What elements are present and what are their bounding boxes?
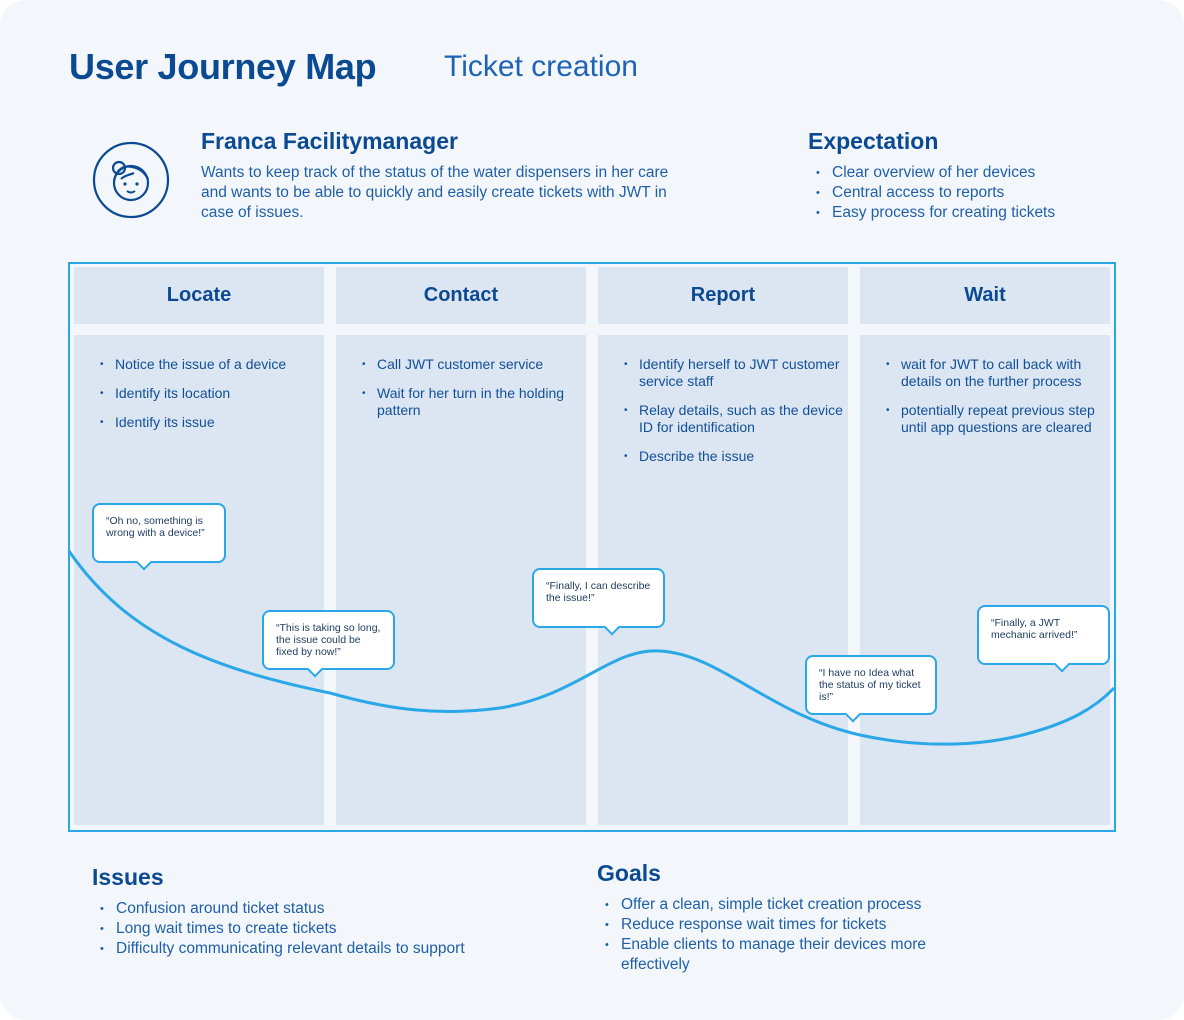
issue-item: Long wait times to create tickets <box>92 919 492 939</box>
goal-item: Enable clients to manage their devices m… <box>597 935 997 975</box>
quote-bubble: “This is taking so long, the issue could… <box>262 610 395 670</box>
page-subtitle: Ticket creation <box>444 50 638 83</box>
expectation-item: Central access to reports <box>808 183 1148 203</box>
quote-bubble: “Finally, a JWT mechanic arrived!” <box>977 605 1110 665</box>
expectation-list: Clear overview of her devices Central ac… <box>808 163 1148 223</box>
goals-title: Goals <box>597 860 661 886</box>
stage-steps: Identify herself to JWT customer service… <box>624 356 844 477</box>
stage-step: Call JWT customer service <box>362 356 582 373</box>
stage-step: Wait for her turn in the holding pattern <box>362 385 582 419</box>
stage-header-locate: Locate <box>74 267 324 324</box>
stage-steps: Notice the issue of a device Identify it… <box>100 356 320 443</box>
goal-item: Offer a clean, simple ticket creation pr… <box>597 895 997 915</box>
stage-header-wait: Wait <box>860 267 1110 324</box>
quote-bubble: “I have no Idea what the status of my ti… <box>805 655 937 715</box>
expectation-item: Clear overview of her devices <box>808 163 1148 183</box>
persona-description: Wants to keep track of the status of the… <box>201 164 669 221</box>
persona-name: Franca Facilitymanager <box>201 128 458 154</box>
quote-bubble: “Finally, I can describe the issue!” <box>532 568 665 628</box>
stage-step: Describe the issue <box>624 448 844 465</box>
stage-header-report: Report <box>598 267 848 324</box>
issues-list: Confusion around ticket status Long wait… <box>92 899 492 959</box>
expectation-item: Easy process for creating tickets <box>808 203 1148 223</box>
issue-item: Confusion around ticket status <box>92 899 492 919</box>
stage-step: wait for JWT to call back with details o… <box>886 356 1096 390</box>
stage-step: Identify its issue <box>100 414 320 431</box>
stage-step: potentially repeat previous step until a… <box>886 402 1096 436</box>
goal-item: Reduce response wait times for tickets <box>597 915 997 935</box>
stage-step: Notice the issue of a device <box>100 356 320 373</box>
goals-list: Offer a clean, simple ticket creation pr… <box>597 895 997 975</box>
user-avatar-icon <box>92 141 170 219</box>
stage-step: Identify its location <box>100 385 320 402</box>
quote-bubble: “Oh no, something is wrong with a device… <box>92 503 226 563</box>
issue-item: Difficulty communicating relevant detail… <box>92 939 492 959</box>
stage-header-contact: Contact <box>336 267 586 324</box>
stage-body-locate: Notice the issue of a device Identify it… <box>74 335 324 825</box>
stage-body-wait: wait for JWT to call back with details o… <box>860 335 1110 825</box>
stage-step: Identify herself to JWT customer service… <box>624 356 844 390</box>
issues-title: Issues <box>92 864 164 890</box>
stage-steps: Call JWT customer service Wait for her t… <box>362 356 582 431</box>
expectation-title: Expectation <box>808 128 939 154</box>
stage-step: Relay details, such as the device ID for… <box>624 402 844 436</box>
page-title: User Journey Map <box>69 46 377 87</box>
stage-steps: wait for JWT to call back with details o… <box>886 356 1096 448</box>
